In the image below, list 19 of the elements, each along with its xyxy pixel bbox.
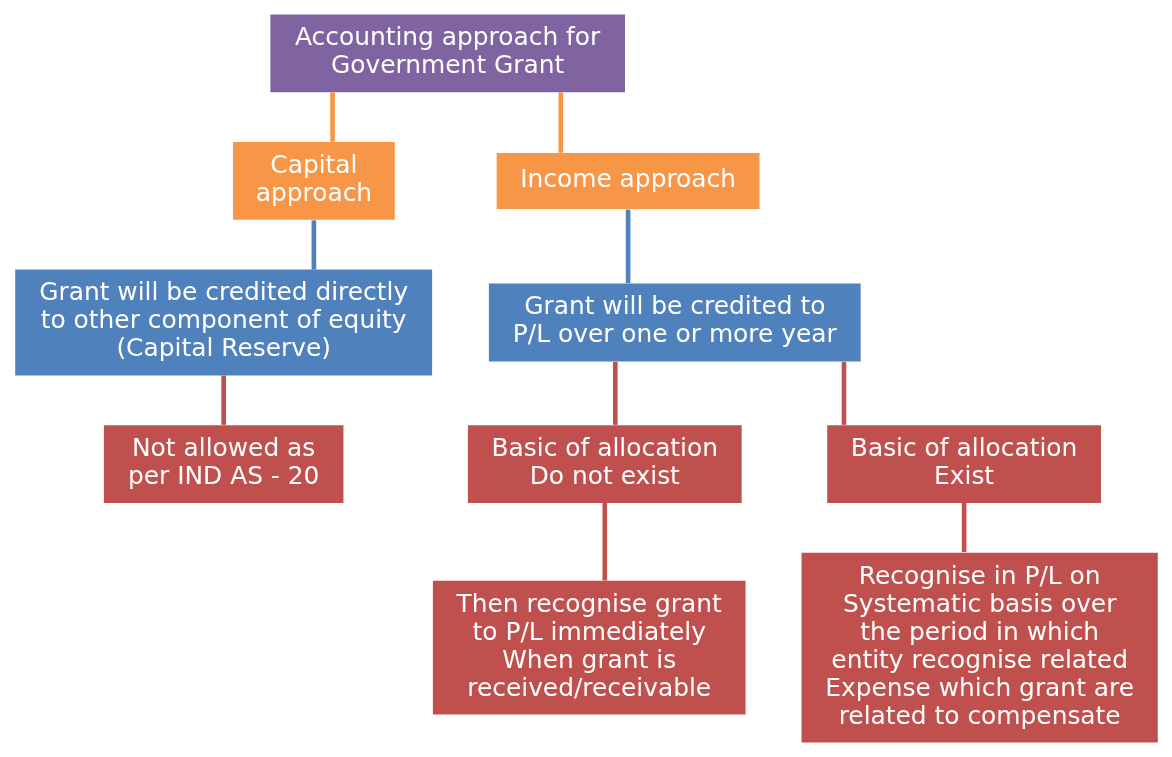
connector [841,361,846,425]
connector [961,503,966,553]
node-box: Not allowed as per IND AS - 20 [103,425,343,503]
node-box: Accounting approach for Government Grant [269,14,625,93]
node-box: Basic of allocation Exist [826,425,1101,503]
node-box: Capital approach [232,142,395,220]
node-box: Grant will be credited to P/L over one or more year [488,283,861,362]
node-box: Income approach [496,152,760,209]
node-box: Grant will be credited directly to other component of equity (Capital Reserve) [14,269,432,376]
connector [601,503,607,581]
node-box: Recognise in P/L on Systematic basis over the period in which entity recognise related Expense which grant are related to compensate [801,552,1158,743]
connector [558,92,563,153]
connector [612,361,618,425]
connector [220,375,226,425]
connector [329,92,335,142]
node-box: Then recognise grant to P/L immediately When grant is received/receivable [432,580,746,715]
node-box: Basic of allocation Do not exist [467,425,742,503]
connector [625,209,630,284]
connector [311,220,316,270]
